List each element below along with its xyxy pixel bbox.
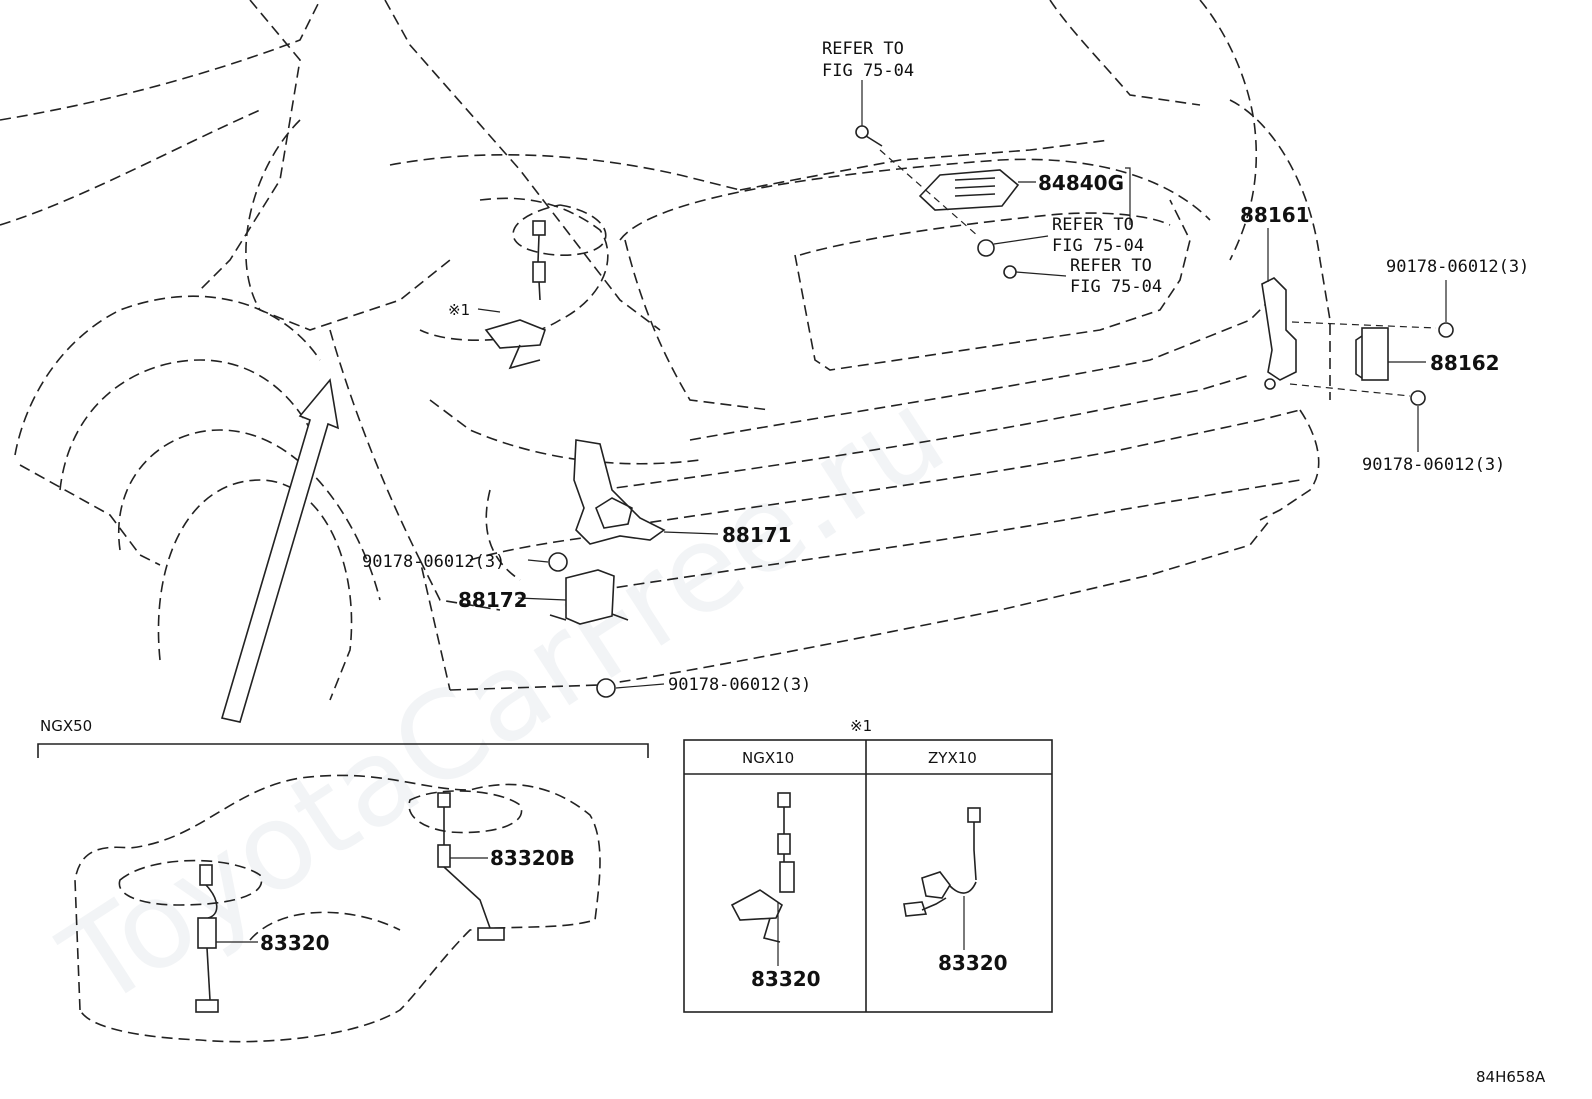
bracket-88171-part: [573, 439, 666, 545]
inset-bracket: [37, 743, 649, 758]
part-number-clip: 90178-06012(3): [1362, 455, 1505, 475]
leader-line: [879, 149, 979, 237]
part-number-clip: 90178-06012(3): [668, 675, 811, 695]
part-number-88171: 88171: [722, 523, 792, 547]
module-88172-part: [549, 569, 629, 625]
part-number-88162: 88162: [1430, 351, 1500, 375]
bracket-line: [1125, 167, 1131, 225]
clip-icon: [548, 552, 616, 698]
leader-line: [1289, 383, 1411, 397]
inset-note-mark: ※1: [850, 717, 872, 735]
switch-84840g-part: [918, 169, 1020, 211]
sensor-83320b-part: [437, 792, 505, 941]
callout-refer-mid2: REFER TO FIG 75-04: [1070, 256, 1162, 297]
leader-line: [517, 597, 567, 601]
inset-title: NGX50: [40, 717, 92, 735]
inset-ngx50: NGX50 83320B 83320: [37, 717, 649, 1043]
direction-arrow: [220, 378, 340, 723]
refer-text: REFER TO: [1052, 215, 1134, 235]
leader-line: [477, 308, 501, 313]
fuel-tank-outline: [74, 774, 601, 1043]
part-number-clip: 90178-06012(3): [362, 552, 505, 572]
refer-fig-text: FIG 75-04: [822, 61, 914, 81]
part-number-88172: 88172: [458, 588, 528, 612]
callout-refer-mid1: REFER TO FIG 75-04: [1052, 215, 1144, 256]
nut-icon: [977, 239, 1017, 279]
part-number-clip: 90178-06012(3): [1386, 257, 1529, 277]
refer-text: REFER TO: [1070, 256, 1152, 276]
bolt-icon: [855, 125, 883, 147]
refer-fig-text: FIG 75-04: [1070, 277, 1162, 297]
sensor-ngx10-part: [730, 792, 795, 943]
part-number-84840g: 84840G: [1038, 171, 1124, 195]
leader-line: [527, 559, 549, 563]
refer-fig-text: FIG 75-04: [1052, 236, 1144, 256]
clip-icon: [1410, 322, 1454, 406]
inset-divider: [684, 740, 1052, 1012]
bracket-88161-part: [1261, 277, 1297, 390]
part-number-88161: 88161: [1240, 203, 1310, 227]
leader-line: [993, 235, 1049, 245]
module-88162-part: [1355, 327, 1389, 381]
leader-line: [1015, 271, 1067, 277]
part-number-83320-ngx10: 83320: [751, 967, 821, 991]
inset-frame: [683, 739, 1053, 1013]
sensor-83320-part: [484, 220, 546, 370]
inset-note-1: ※1 NGX10 ZYX10 83320 83320: [683, 717, 1053, 1013]
leader-line: [663, 531, 719, 535]
refer-text: REFER TO: [822, 39, 904, 59]
sensor-zyx10-part: [903, 807, 981, 917]
sensor-83320-part: [195, 864, 219, 1013]
leader-line: [615, 683, 665, 689]
figure-code: 84H658A: [1476, 1068, 1546, 1086]
vehicle-body-outline: [0, 0, 1331, 701]
leader-line: [1291, 321, 1437, 329]
part-number-83320: 83320: [260, 931, 330, 955]
part-number-83320b: 83320B: [490, 846, 575, 870]
column-title-ngx10: NGX10: [742, 749, 794, 767]
callout-refer-top: REFER TO FIG 75-04: [822, 39, 914, 81]
part-number-83320-zyx10: 83320: [938, 951, 1008, 975]
note-mark: ※1: [448, 301, 470, 319]
column-title-zyx10: ZYX10: [928, 749, 977, 767]
